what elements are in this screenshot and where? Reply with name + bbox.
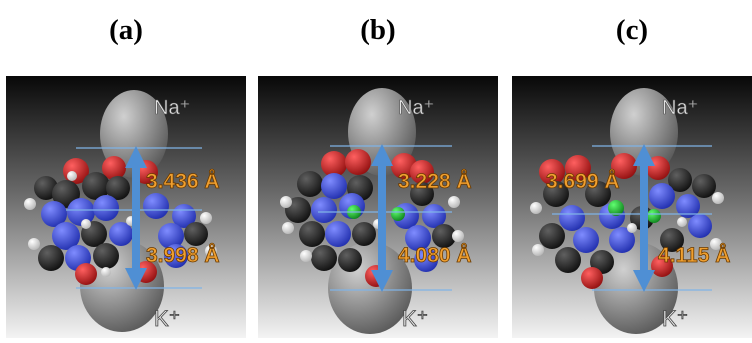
- top-ion-sphere: [100, 90, 168, 178]
- distance-arrow: [125, 146, 147, 290]
- molecule-atoms: [24, 156, 217, 285]
- top-ion-label: Na⁺: [398, 97, 434, 119]
- molecular-render: Na⁺ 3.436 Å 3.998 Å K⁺: [6, 76, 246, 338]
- panel-b: (b): [258, 0, 498, 343]
- molecular-render: Na⁺ 3.699 Å 4.115 Å K⁺: [512, 76, 752, 338]
- reference-lines: [552, 145, 712, 291]
- lower-distance-label: 3.998 Å: [146, 243, 220, 267]
- upper-distance-label: 3.699 Å: [546, 169, 620, 193]
- distance-arrow: [633, 144, 655, 292]
- panel-label: (b): [360, 14, 396, 46]
- bottom-ion-label: K⁺: [402, 306, 428, 331]
- upper-distance-label: 3.228 Å: [398, 169, 472, 193]
- panel-a: (a): [6, 0, 246, 343]
- bottom-ion-label: K⁺: [662, 306, 688, 331]
- upper-distance-label: 3.436 Å: [146, 169, 220, 193]
- lower-distance-label: 4.080 Å: [398, 243, 472, 267]
- top-ion-label: Na⁺: [662, 97, 698, 119]
- distance-arrow: [371, 144, 393, 292]
- top-ion-label: Na⁺: [154, 97, 190, 119]
- molecular-render: Na⁺ 3.228 Å 4.080 Å K⁺: [258, 76, 498, 338]
- bottom-ion-label: K⁺: [154, 306, 180, 331]
- molecule-atoms: [530, 153, 724, 289]
- lower-distance-label: 4.115 Å: [658, 243, 730, 267]
- panel-c: (c): [512, 0, 752, 343]
- panel-label: (c): [615, 14, 649, 46]
- panel-label: (a): [109, 14, 143, 46]
